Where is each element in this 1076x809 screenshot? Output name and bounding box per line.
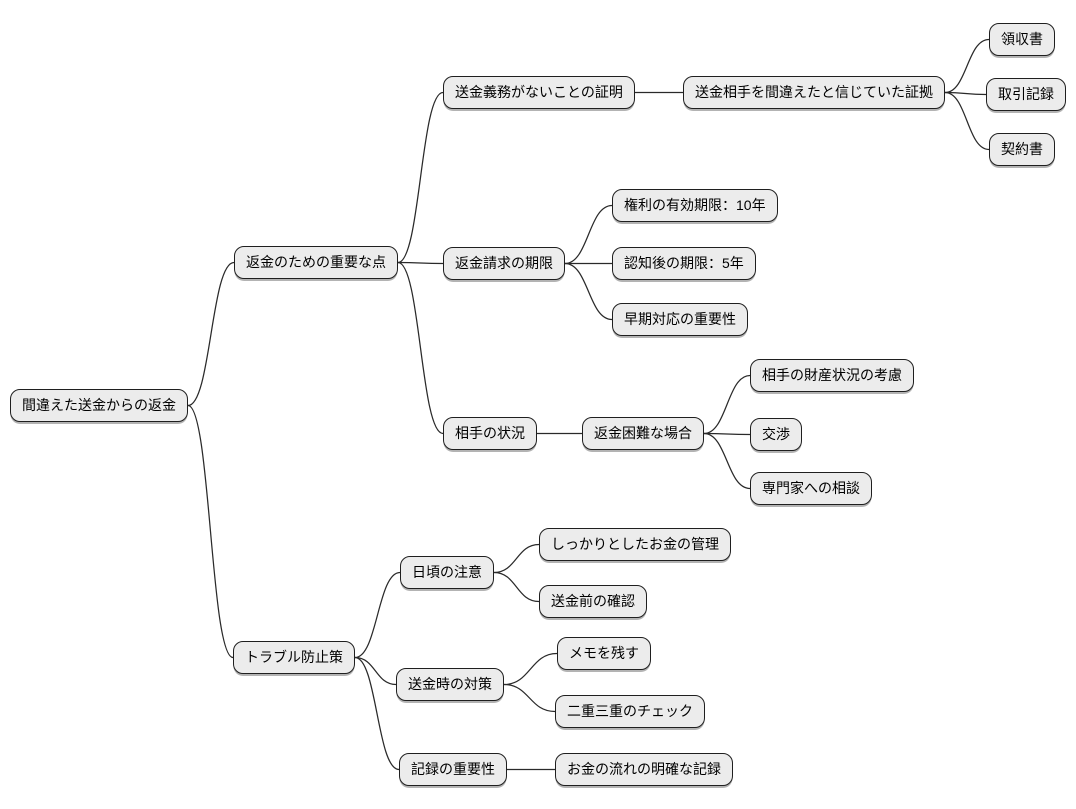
mindmap-edge-keypoints-deadline [397, 261, 444, 265]
mindmap-node-difficult: 返金困難な場合 [582, 417, 704, 450]
mindmap-edge-deadline-right10y [564, 204, 613, 265]
mindmap-node-expert: 専門家への相談 [750, 472, 872, 505]
mindmap-node-daily: 日頃の注意 [400, 556, 494, 589]
mindmap-node-assets: 相手の財産状況の考慮 [750, 359, 914, 392]
mindmap-node-doublecheck: 二重三重のチェック [555, 695, 705, 728]
mindmap-edge-keypoints-proof [397, 91, 444, 264]
mindmap-node-deadline: 返金請求の期限 [443, 247, 565, 280]
mindmap-node-nego: 交渉 [750, 418, 802, 451]
mindmap-node-contract: 契約書 [989, 133, 1055, 166]
mindmap-edge-prevention-transfer [354, 656, 397, 686]
mindmap-edge-daily-preconfirm [493, 571, 540, 603]
mindmap-node-receipt: 領収書 [989, 23, 1055, 56]
mindmap-node-memo: メモを残す [557, 637, 651, 670]
mindmap-edge-root-keypoints [187, 261, 235, 407]
mindmap-edge-keypoints-counterpart [397, 261, 444, 435]
mindmap-node-recordimp: 記録の重要性 [399, 753, 507, 786]
mindmap-node-root: 間違えた送金からの返金 [10, 389, 188, 422]
mindmap-edge-root-prevention [187, 404, 234, 659]
mindmap-edge-evidence-contract [944, 91, 990, 151]
mindmap-node-txrecords: 取引記録 [986, 78, 1066, 111]
mindmap-edge-evidence-txrecords [944, 91, 987, 96]
mindmap-node-moneymgmt: しっかりとしたお金の管理 [539, 528, 731, 561]
mindmap-edge-difficult-assets [703, 374, 751, 435]
mindmap-node-clearrecord: お金の流れの明確な記録 [555, 753, 733, 786]
mindmap-node-right10y: 権利の有効期限：10年 [612, 189, 778, 222]
mindmap-node-preconfirm: 送金前の確認 [539, 585, 647, 618]
mindmap-edge-evidence-receipt [944, 38, 990, 94]
mindmap-edge-prevention-recordimp [354, 656, 400, 771]
mindmap-node-keypoints: 返金のための重要な点 [234, 246, 398, 279]
mindmap-node-transfer: 送金時の対策 [396, 668, 504, 701]
mindmap-edge-difficult-nego [703, 432, 751, 436]
mindmap-edge-prevention-daily [354, 571, 401, 659]
mindmap-node-proof: 送金義務がないことの証明 [443, 76, 635, 109]
mindmap-node-prevention: トラブル防止策 [233, 641, 355, 674]
mindmap-node-counterpart: 相手の状況 [443, 417, 537, 450]
mindmap-edge-daily-moneymgmt [493, 543, 540, 574]
mindmap-edge-transfer-doublecheck [503, 683, 556, 713]
mindmap-node-evidence: 送金相手を間違えたと信じていた証拠 [683, 76, 945, 109]
mindmap-node-aware5y: 認知後の期限：5年 [612, 247, 756, 280]
mindmap-node-early: 早期対応の重要性 [612, 303, 748, 336]
mindmap-edge-deadline-early [564, 262, 613, 321]
mindmap-edge-transfer-memo [503, 652, 558, 686]
mindmap-edge-difficult-expert [703, 432, 751, 490]
